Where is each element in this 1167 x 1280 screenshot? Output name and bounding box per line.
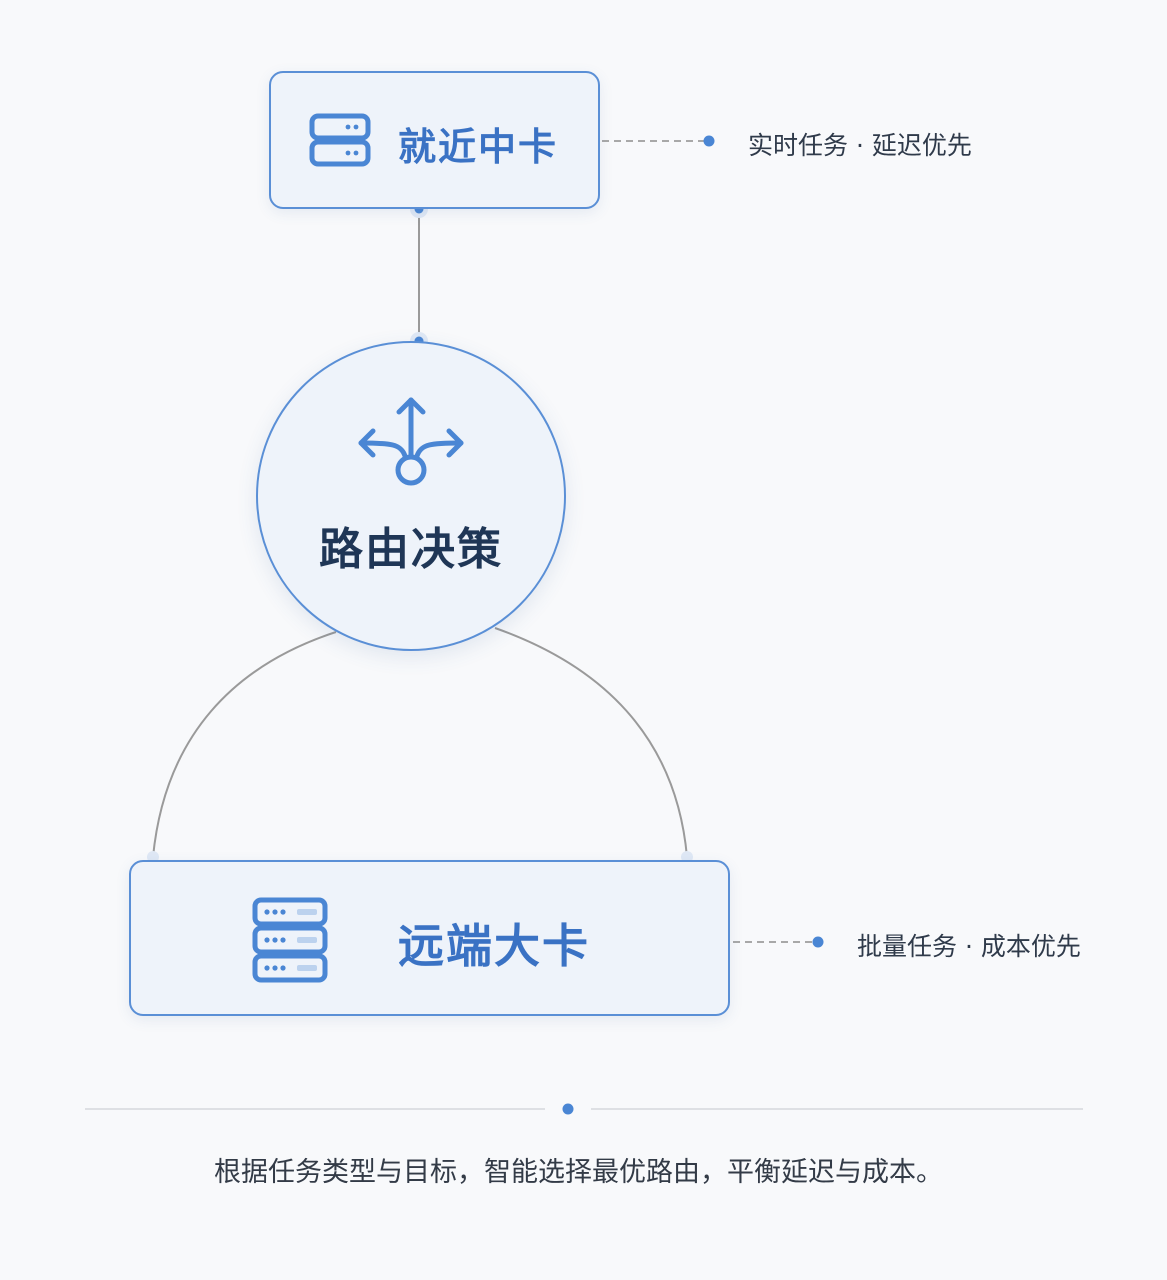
diagram-caption: 根据任务类型与目标，智能选择最优路由，平衡延迟与成本。 bbox=[214, 1157, 943, 1188]
server-rack-icon bbox=[252, 897, 328, 983]
server-icon bbox=[309, 113, 371, 167]
node-near-title: 就近中卡 bbox=[398, 125, 559, 169]
leader-far-dot bbox=[812, 936, 824, 948]
leader-near-dot bbox=[703, 135, 715, 147]
node-near-gpu bbox=[269, 71, 600, 209]
node-far-gpu bbox=[129, 860, 730, 1016]
node-router-title: 路由决策 bbox=[319, 524, 503, 575]
divider-dot bbox=[562, 1103, 574, 1115]
route-split-icon bbox=[358, 397, 464, 486]
node-far-label: 批量任务 · 成本优先 bbox=[857, 932, 1081, 961]
node-near-label: 实时任务 · 延迟优先 bbox=[748, 131, 972, 160]
node-router bbox=[256, 341, 566, 651]
node-far-title: 远端大卡 bbox=[398, 919, 590, 973]
connector-arc-router-far bbox=[152, 627, 688, 858]
